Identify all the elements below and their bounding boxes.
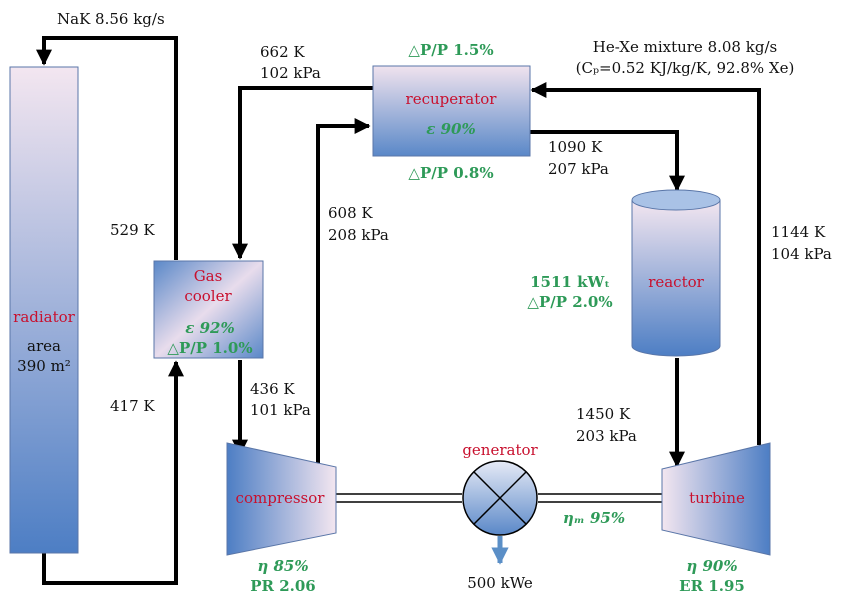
- recuperator-pressure-drop-top: △P/P 1.5%: [408, 41, 493, 59]
- gas-cooler-box: [153, 260, 264, 359]
- state-1090-temp: 1090 K: [548, 138, 603, 156]
- gas-cooler-label-line2: cooler: [184, 287, 232, 305]
- turbine-expansion-ratio: ER 1.95: [679, 577, 745, 595]
- nak-flow-label: NaK 8.56 kg/s: [57, 10, 165, 28]
- reactor-pressure-drop: △P/P 2.0%: [527, 293, 612, 311]
- compressor-efficiency: η 85%: [257, 557, 308, 575]
- recup-to-cooler-line: [232, 86, 373, 260]
- shafts: [336, 493, 662, 503]
- radiator-label: radiator: [13, 308, 76, 326]
- state-608-press: 208 kPa: [328, 226, 389, 244]
- state-1144-press: 104 kPa: [771, 245, 832, 263]
- compressor-to-recup-line: [316, 118, 371, 465]
- hexe-flow-label-line1: He-Xe mixture 8.08 kg/s: [593, 38, 777, 56]
- radiator-area-value: 390 m²: [17, 357, 71, 375]
- compressor-label: compressor: [236, 489, 326, 507]
- compressor-pressure-ratio: PR 2.06: [250, 577, 316, 595]
- gas-cooler-label-line1: Gas: [194, 267, 223, 285]
- state-608-temp: 608 K: [328, 204, 373, 222]
- gas-cooler-pressure-drop: △P/P 1.0%: [167, 339, 252, 357]
- generator-icon: [462, 460, 538, 536]
- state-436-press: 101 kPa: [250, 401, 311, 419]
- recup-to-reactor-line: [530, 130, 685, 192]
- generator-efficiency: ηₘ 95%: [563, 509, 625, 527]
- recuperator-effectiveness: ε 90%: [426, 120, 475, 138]
- radiator-box: [9, 66, 79, 554]
- generator-label: generator: [462, 441, 538, 459]
- state-662-temp: 662 K: [260, 43, 305, 61]
- nak-cold-line: [42, 360, 184, 585]
- recuperator-pressure-drop-bottom: △P/P 0.8%: [408, 164, 493, 182]
- hexe-flow-label-line2: (Cₚ=0.52 KJ/kg/K, 92.8% Xe): [576, 59, 795, 77]
- state-662-press: 102 kPa: [260, 64, 321, 82]
- state-1450-press: 203 kPa: [576, 427, 637, 445]
- state-1144-temp: 1144 K: [771, 223, 826, 241]
- state-1450-temp: 1450 K: [576, 405, 631, 423]
- state-1090-press: 207 kPa: [548, 160, 609, 178]
- turbine-to-recup-line: [530, 82, 761, 445]
- reactor-power: 1511 kWₜ: [530, 273, 610, 291]
- turbine-efficiency: η 90%: [686, 557, 737, 575]
- nak-hot-line: [36, 36, 178, 260]
- state-417-temp: 417 K: [110, 397, 155, 415]
- recuperator-box: [372, 65, 531, 157]
- turbine-label: turbine: [689, 489, 745, 507]
- recuperator-label: recuperator: [406, 90, 498, 108]
- reactor-icon: [631, 189, 721, 357]
- generator-output: 500 kWe: [467, 574, 533, 592]
- radiator-area-label: area: [27, 337, 61, 355]
- state-436-temp: 436 K: [250, 380, 295, 398]
- flow-lines: [36, 36, 761, 585]
- reactor-label: reactor: [648, 273, 704, 291]
- turbine-icon: [661, 442, 771, 556]
- compressor-icon: [226, 442, 337, 556]
- gas-cooler-effectiveness: ε 92%: [185, 319, 234, 337]
- state-529-temp: 529 K: [110, 221, 155, 239]
